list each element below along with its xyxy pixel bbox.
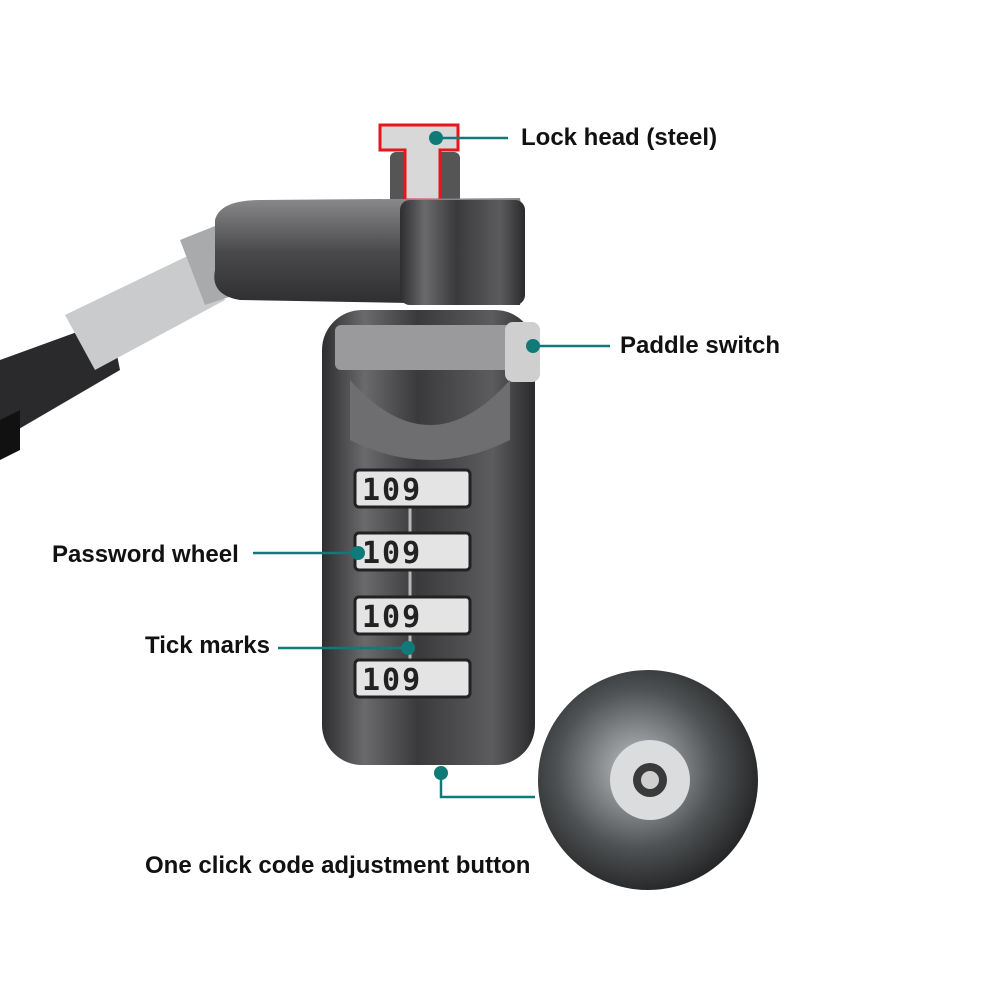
password-wheel[interactable]: 109 (353, 595, 472, 636)
label-password-wheel: Password wheel (52, 541, 239, 568)
password-wheels: 109 109 109 109 (353, 468, 472, 699)
wheel-digits: 109 (362, 600, 422, 635)
callout-lines (253, 136, 610, 799)
lock-top (214, 123, 525, 305)
wheel-digits: 109 (362, 473, 422, 508)
adjustment-button-inset (538, 670, 758, 890)
password-wheel[interactable]: 109 (353, 658, 472, 699)
password-wheel[interactable]: 109 (353, 531, 472, 572)
password-wheel[interactable]: 109 (353, 468, 472, 509)
wheel-digits: 109 (362, 663, 422, 698)
wheel-digits: 109 (362, 536, 422, 571)
label-adjust-button: One click code adjustment button (145, 852, 531, 879)
callout-dots (351, 131, 540, 780)
label-tick-marks: Tick marks (145, 632, 270, 659)
paddle-switch (335, 325, 535, 370)
cable (0, 220, 250, 460)
label-lock-head: Lock head (steel) (521, 124, 718, 151)
label-paddle-switch: Paddle switch (620, 332, 781, 359)
